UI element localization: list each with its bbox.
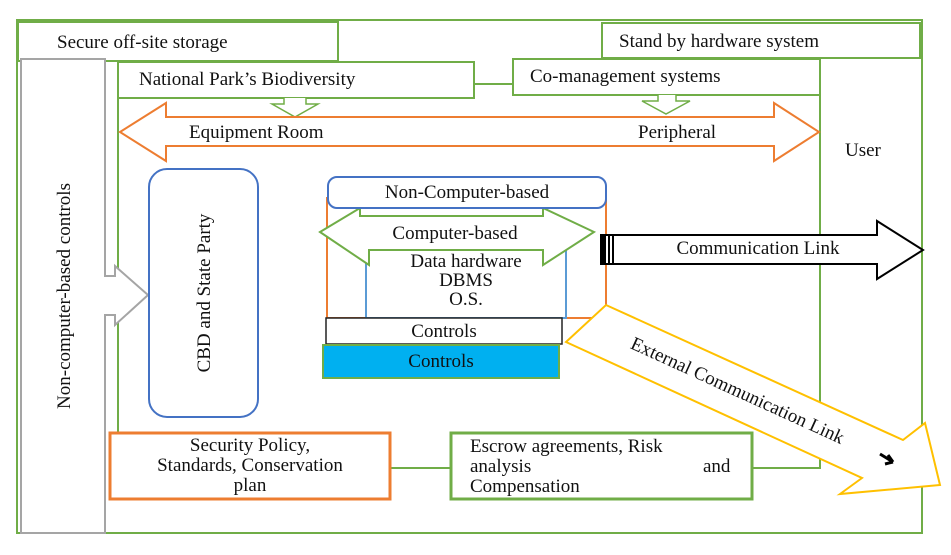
communication-link-label: Communication Link: [676, 238, 840, 259]
cbd-state-party-box: [148, 168, 259, 418]
link-stripe: [608, 235, 610, 264]
inner-frame-right: [752, 58, 821, 469]
dbms-label: DBMS: [439, 270, 493, 291]
peripheral-label: Peripheral: [638, 122, 717, 143]
secure-storage-label: Secure off-site storage: [57, 32, 228, 53]
comanagement-label: Co-management systems: [530, 66, 721, 87]
link-stripe: [601, 235, 606, 264]
computer-based-label: Computer-based: [392, 223, 518, 244]
security-policy-line-1: Security Policy,: [189, 435, 311, 456]
escrow-line-1: Escrow agreements, Risk: [470, 436, 663, 457]
equipment-peripheral-arrow: [118, 101, 821, 163]
non-computer-based-label: Non-Computer-based: [384, 182, 550, 203]
security-policy-line-3: plan: [233, 475, 267, 496]
non-computer-controls-label: Non-computer-based controls: [54, 183, 75, 409]
controls-label-1: Controls: [411, 321, 477, 342]
user-label: User: [845, 140, 881, 161]
equipment-room-label: Equipment Room: [189, 122, 324, 143]
controls-box-cyan: [322, 344, 560, 379]
security-policy-box: [108, 431, 392, 501]
link-stripe: [612, 235, 614, 264]
small-arrow-icon: [879, 452, 895, 466]
computer-based-arrow: [318, 206, 597, 267]
non-computer-controls-arrow: [20, 58, 150, 534]
data-hardware-box: [365, 245, 567, 319]
outer-frame: [16, 19, 923, 534]
communication-link-arrow: [600, 219, 925, 281]
standby-hardware-label: Stand by hardware system: [619, 31, 819, 52]
biodiversity-down-arrow: [269, 98, 321, 118]
external-communication-link-arrow: [564, 303, 942, 496]
security-policy-line-2: Standards, Conservation: [157, 455, 343, 476]
escrow-line-2a: analysis: [470, 456, 532, 477]
os-label: O.S.: [449, 289, 483, 310]
non-computer-based-box: [327, 176, 607, 209]
data-hardware-label: Data hardware: [410, 251, 522, 272]
comanagement-down-arrow: [641, 95, 691, 115]
escrow-line-2b: and: [703, 456, 731, 477]
cbd-state-party-label: CBD and State Party: [194, 213, 215, 372]
biodiversity-label: National Park’s Biodiversity: [139, 69, 356, 90]
controls-label-2: Controls: [408, 351, 474, 372]
escrow-box: [449, 431, 754, 501]
escrow-line-3: Compensation: [470, 476, 580, 497]
